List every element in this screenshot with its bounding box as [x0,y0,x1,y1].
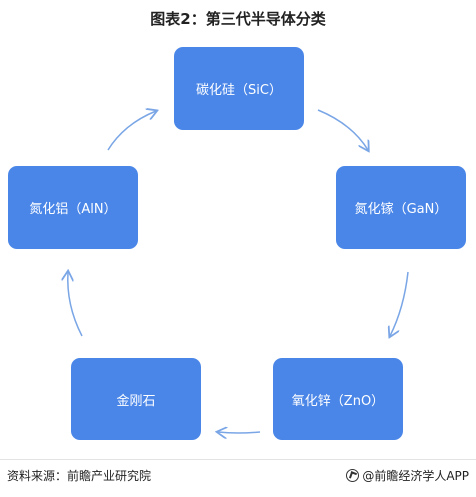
node-zno: 氧化锌（ZnO） [273,358,403,440]
arrow-aln-to-sic [107,111,156,151]
arrow-gan-to-zno [390,271,409,336]
node-sic: 碳化硅（SiC） [174,47,304,130]
arrow-diamond-to-aln [68,272,83,337]
node-gan: 氮化镓（GaN） [336,166,466,249]
arrow-sic-to-gan [317,109,368,150]
qianzhan-logo-icon [346,469,360,482]
node-diamond: 金刚石 [71,358,201,440]
brand-credit: @前瞻经济学人APP [346,467,469,484]
footer-divider [0,459,476,460]
diagram-title: 图表2：第三代半导体分类 [150,10,326,28]
node-aln: 氮化铝（AlN） [8,166,138,249]
arrow-zno-to-diamond [218,432,261,433]
brand-label: @前瞻经济学人APP [362,469,469,483]
source-note: 资料来源：前瞻产业研究院 [7,469,152,483]
